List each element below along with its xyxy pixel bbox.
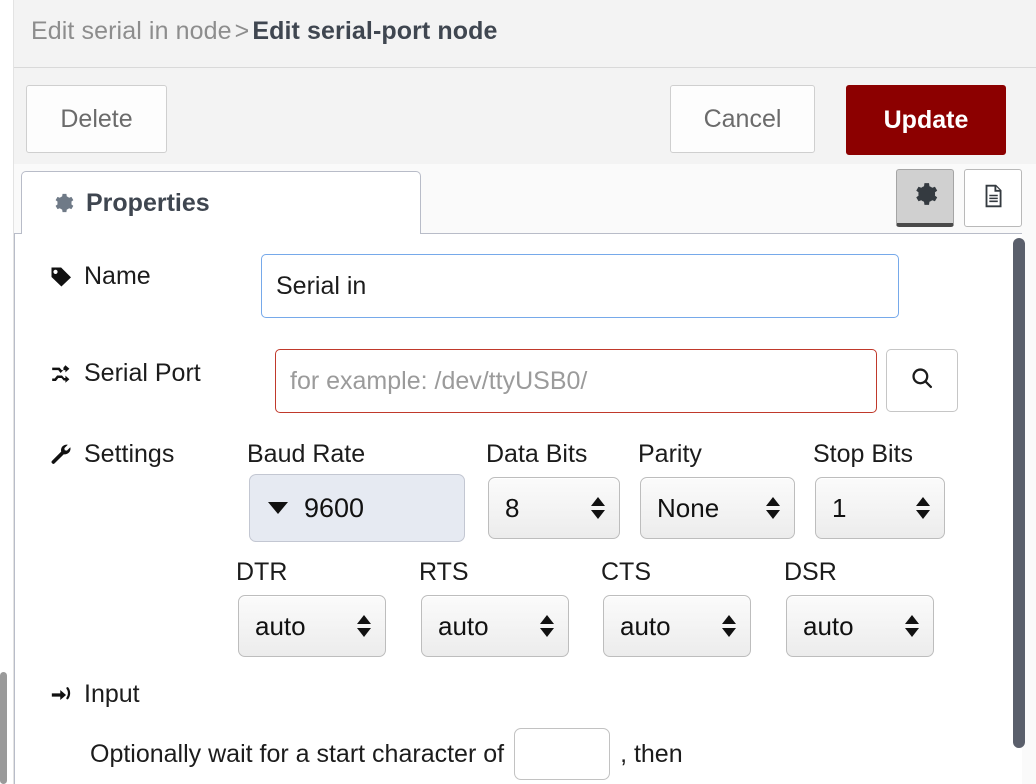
serial-port-search-button[interactable]	[886, 349, 958, 412]
spinner-arrows-icon	[591, 493, 605, 523]
cts-label: CTS	[601, 558, 651, 586]
wrench-icon	[49, 443, 73, 467]
delete-button[interactable]: Delete	[26, 85, 167, 153]
properties-tab-button[interactable]	[896, 169, 954, 227]
settings-label: Settings	[49, 440, 174, 469]
rts-select[interactable]: auto	[421, 595, 569, 657]
row-serial-port: Serial Port	[15, 334, 1022, 432]
start-character-text-after: , then	[620, 739, 683, 768]
parity-value: None	[657, 492, 720, 523]
name-label-text: Name	[84, 262, 151, 290]
start-character-text-before: Optionally wait for a start character of	[90, 739, 505, 768]
breadcrumb-separator: >	[234, 17, 250, 45]
sign-in-icon	[49, 684, 73, 706]
baud-rate-select[interactable]: 9600	[249, 474, 465, 542]
breadcrumb-parent[interactable]: Edit serial in node	[31, 17, 232, 45]
parity-label: Parity	[638, 440, 702, 468]
input-section-heading: Input	[49, 680, 140, 709]
data-bits-select[interactable]: 8	[488, 477, 620, 539]
dtr-label: DTR	[236, 558, 288, 586]
stop-bits-value: 1	[832, 492, 847, 523]
spinner-arrows-icon	[357, 611, 371, 641]
spinner-arrows-icon	[722, 611, 736, 641]
baud-rate-value: 9600	[304, 492, 365, 523]
cts-value: auto	[620, 610, 671, 641]
gear-icon	[52, 192, 74, 214]
description-tab-button[interactable]	[964, 169, 1022, 227]
spinner-arrows-icon	[540, 611, 554, 641]
dsr-value: auto	[803, 610, 854, 641]
data-bits-label: Data Bits	[486, 440, 588, 468]
spinner-arrows-icon	[916, 493, 930, 523]
page-scrollbar-thumb[interactable]	[0, 672, 7, 784]
shuffle-icon	[49, 362, 73, 386]
cts-select[interactable]: auto	[603, 595, 751, 657]
gear-icon	[912, 181, 938, 212]
data-bits-value: 8	[505, 492, 520, 523]
dialog-header: Edit serial in node>Edit serial-port nod…	[14, 0, 1036, 68]
dtr-select[interactable]: auto	[238, 595, 386, 657]
breadcrumb-current: Edit serial-port node	[252, 17, 498, 45]
properties-form: Name Serial Port	[14, 234, 1022, 784]
row-name: Name	[15, 234, 1022, 334]
chevron-down-icon	[268, 502, 288, 514]
form-scrollbar-thumb[interactable]	[1013, 238, 1025, 748]
parity-select[interactable]: None	[640, 477, 795, 539]
serial-port-label: Serial Port	[49, 359, 201, 388]
start-character-sentence: Optionally wait for a start character of…	[90, 728, 683, 780]
row-flow-control: DTR auto RTS auto CTS auto DSR auto	[15, 550, 1022, 666]
stop-bits-label: Stop Bits	[813, 440, 914, 468]
stop-bits-select[interactable]: 1	[815, 477, 945, 539]
start-character-input[interactable]	[514, 728, 611, 780]
dtr-value: auto	[255, 610, 306, 641]
spinner-arrows-icon	[905, 611, 919, 641]
tag-icon	[49, 265, 73, 289]
tab-strip-underline	[14, 233, 1022, 234]
dsr-label: DSR	[784, 558, 837, 586]
dsr-select[interactable]: auto	[786, 595, 934, 657]
input-section-heading-text: Input	[84, 680, 140, 708]
description-icon	[980, 183, 1006, 214]
baud-rate-label: Baud Rate	[247, 440, 366, 468]
dialog-button-bar: Delete Cancel Update	[14, 68, 1036, 164]
tab-properties[interactable]: Properties	[21, 171, 421, 234]
tab-strip: Properties	[14, 164, 1022, 234]
name-label: Name	[49, 262, 151, 291]
row-input-section: Input Optionally wait for a start charac…	[15, 666, 1022, 784]
tab-properties-label: Properties	[86, 188, 210, 217]
cancel-button[interactable]: Cancel	[670, 85, 815, 153]
spinner-arrows-icon	[766, 493, 780, 523]
dialog-left-edge	[0, 0, 14, 784]
settings-label-text: Settings	[84, 440, 175, 468]
serial-port-input[interactable]	[275, 349, 877, 413]
name-input[interactable]	[261, 254, 899, 318]
breadcrumb: Edit serial in node>Edit serial-port nod…	[31, 17, 498, 46]
update-button[interactable]: Update	[846, 85, 1006, 155]
search-icon	[909, 365, 935, 396]
rts-label: RTS	[419, 558, 469, 586]
row-settings: Settings Baud Rate 9600 Data Bits 8 Pari…	[15, 432, 1022, 550]
serial-port-label-text: Serial Port	[84, 359, 201, 387]
rts-value: auto	[438, 610, 489, 641]
